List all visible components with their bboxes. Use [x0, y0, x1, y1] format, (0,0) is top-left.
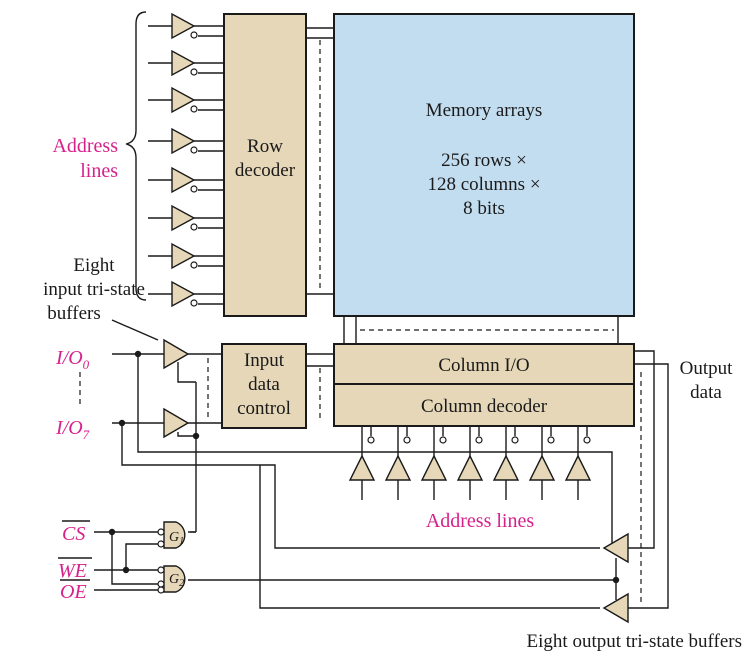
input-buffers-label-1: Eight — [73, 255, 115, 276]
column-buffer-3 — [420, 426, 448, 500]
output-data-label-2: data — [690, 382, 722, 403]
memory-array-block — [333, 13, 635, 317]
input-buffers-label-2: input tri-state — [43, 279, 145, 300]
row-buffer-6 — [148, 204, 224, 232]
column-address-buffers — [348, 426, 592, 500]
input-data-control-label-1: Input — [244, 350, 285, 371]
column-buffer-4 — [456, 426, 484, 500]
row-decoder-label-2: decoder — [235, 160, 296, 181]
we-label: WE — [58, 560, 87, 582]
input-buffer-0 — [163, 338, 190, 370]
and-gate-g2 — [163, 565, 186, 593]
address-lines-label-1: Address — [52, 135, 118, 157]
row-buffer-1 — [148, 12, 224, 40]
row-buffer-2 — [148, 49, 224, 77]
cs-label: CS — [62, 523, 85, 545]
io7-label: I/O7 — [55, 417, 90, 442]
input-data-control-label-3: control — [237, 398, 291, 419]
column-buffer-5 — [492, 426, 520, 500]
memory-array-line-1: 256 rows × — [441, 150, 527, 171]
column-decoder-label: Column decoder — [421, 396, 548, 417]
column-buffer-6 — [528, 426, 556, 500]
g2-label: G2 — [169, 572, 184, 589]
output-buffers-label: Eight output tri-state buffers — [527, 631, 742, 652]
row-buffer-3 — [148, 86, 224, 114]
g1-label: G1 — [169, 530, 184, 547]
input-data-control-block — [221, 343, 307, 429]
input-buffers-label-3: buffers — [47, 303, 100, 324]
row-decoder-label-1: Row — [247, 136, 283, 157]
input-buffer-7 — [163, 407, 190, 439]
memory-array-title: Memory arrays — [426, 100, 543, 121]
address-lines-bottom-label: Address lines — [426, 510, 535, 532]
row-address-buffers — [148, 12, 224, 308]
memory-array-line-2: 128 columns × — [427, 174, 540, 195]
row-buffer-7 — [148, 242, 224, 270]
io0-label: I/O0 — [55, 347, 90, 372]
address-brace — [125, 11, 147, 301]
row-buffer-8 — [148, 280, 224, 308]
column-buffer-1 — [348, 426, 376, 500]
input-data-control-label-2: data — [248, 374, 280, 395]
row-buffer-5 — [148, 166, 224, 194]
row-decoder-block — [223, 13, 307, 317]
memory-array-line-3: 8 bits — [463, 198, 505, 219]
output-data-label-1: Output — [680, 358, 734, 379]
row-buffer-4 — [148, 127, 224, 155]
column-buffer-7 — [564, 426, 592, 500]
column-decoder-block — [333, 383, 635, 427]
address-lines-label-2: lines — [80, 160, 118, 182]
and-gate-g1 — [163, 521, 186, 549]
oe-label: OE — [60, 581, 87, 603]
column-buffer-2 — [384, 426, 412, 500]
column-io-label: Column I/O — [438, 355, 529, 376]
output-buffer-0 — [602, 532, 629, 564]
